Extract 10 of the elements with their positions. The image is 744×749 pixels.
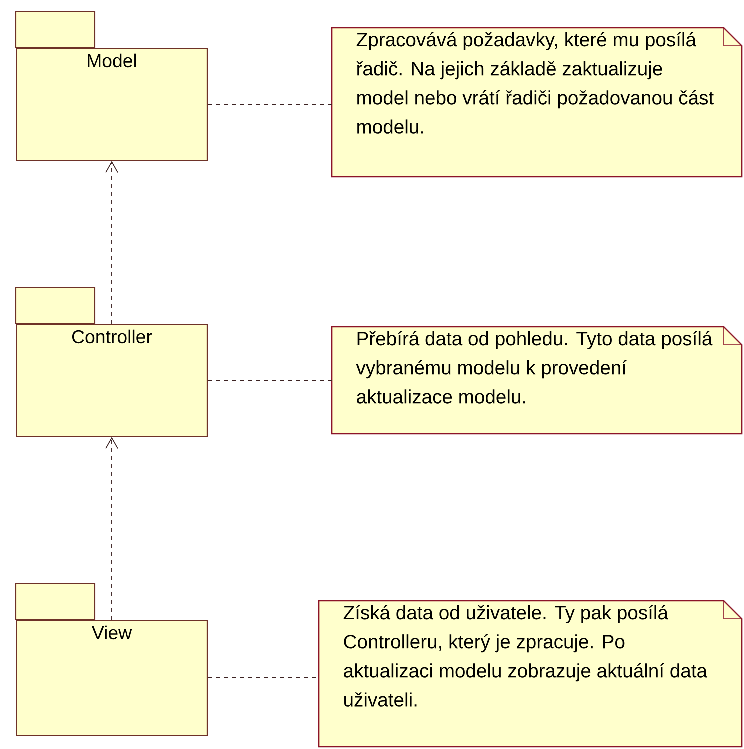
note-link xyxy=(208,104,332,105)
note-box: Přebírá data od pohledu. Tyto data posílá vybranému modelu k provedení aktualizace modelu. xyxy=(331,326,743,435)
dependency-arrow xyxy=(106,161,118,324)
note-link xyxy=(208,380,332,381)
note-box: Zpracovává požadavky, které mu posílá řadič. Na jejich základě zaktualizuje model nebo vrátí řadiči požadovanou část modelu. xyxy=(331,27,743,178)
package-box: Controller xyxy=(15,287,208,438)
package-box: View xyxy=(15,583,208,736)
dependency-arrow xyxy=(106,437,118,620)
note-box: Získá data od uživatele. Ty pak posílá Controlleru, který je zpracuje. Po aktualizaci modelu zobrazuje aktuální data uživateli. xyxy=(318,600,743,748)
package-box: Model xyxy=(15,11,208,162)
